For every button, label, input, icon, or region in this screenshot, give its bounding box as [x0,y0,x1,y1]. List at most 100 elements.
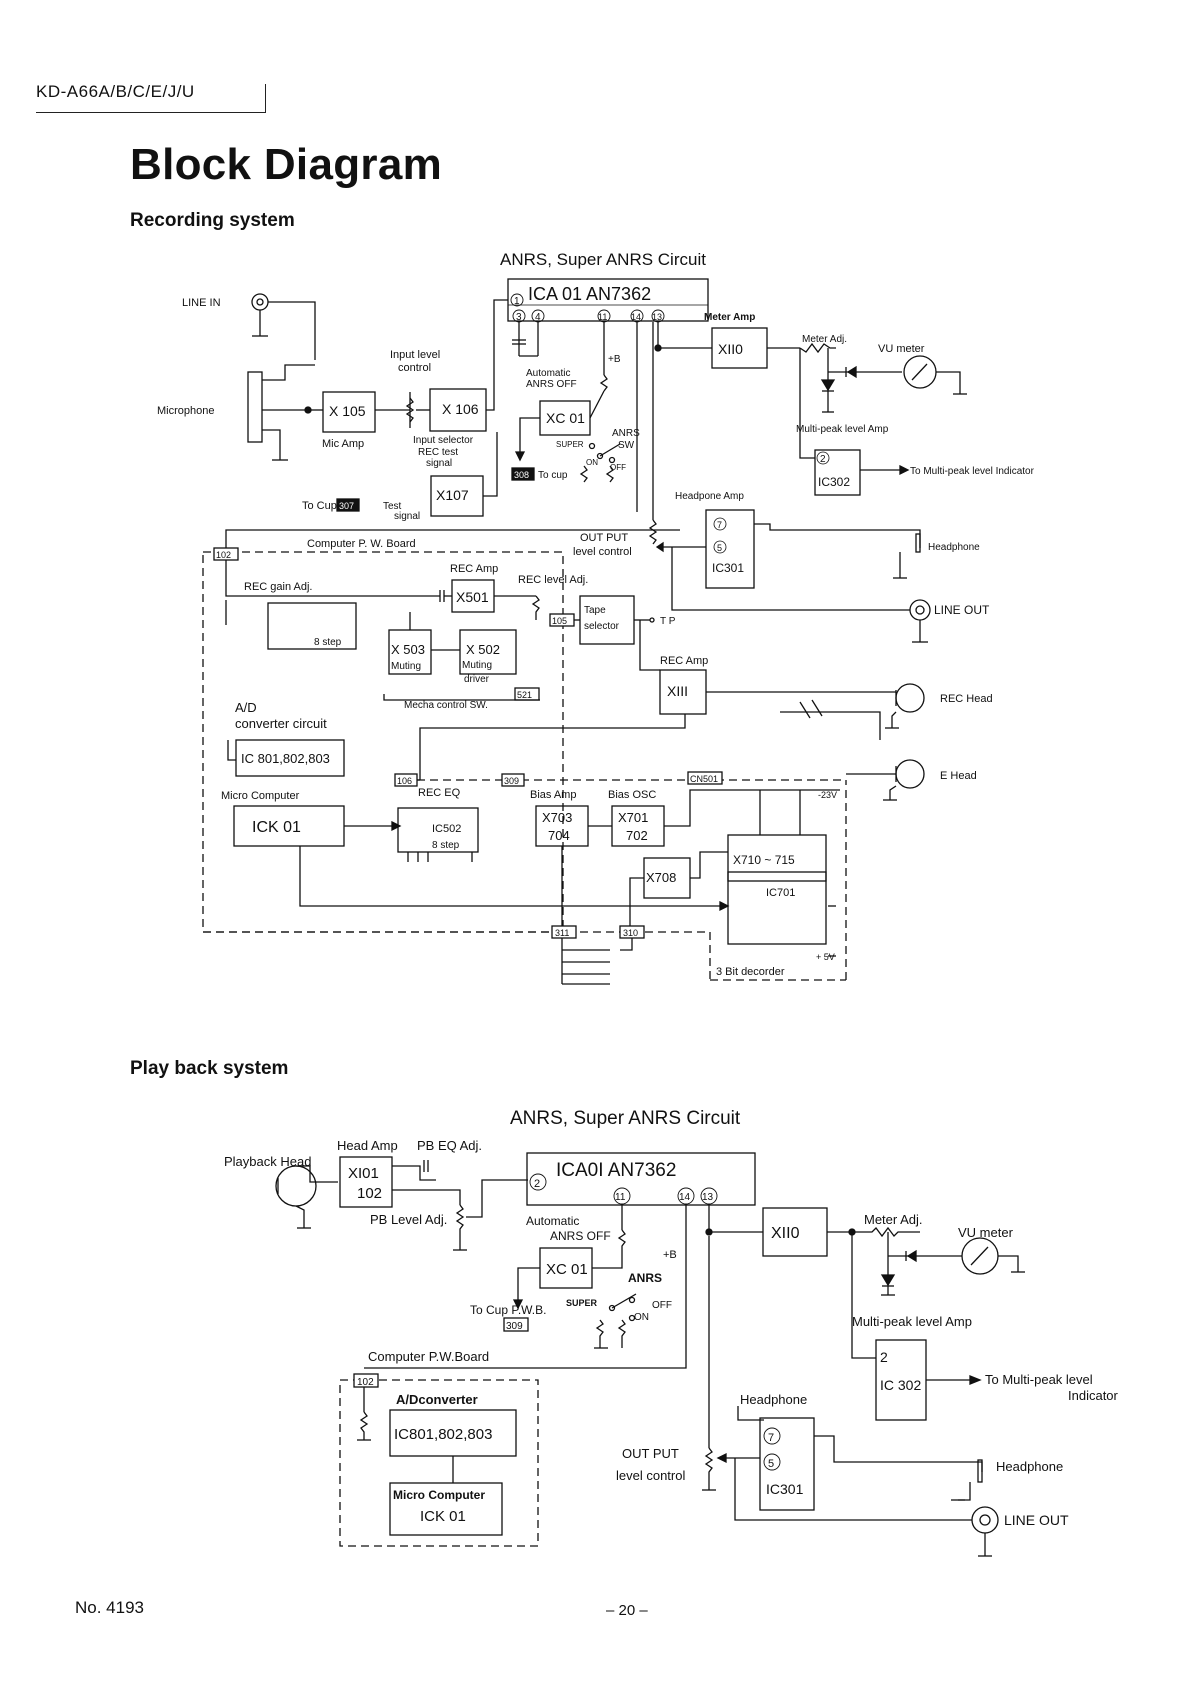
pb-micro-computer: Micro Computer [393,1488,485,1502]
rec-bias-osc: Bias OSC [608,789,656,801]
rec-anrs-sw-1: ANRS [612,428,640,439]
rec-plus5v: + 5V [816,952,835,962]
rec-pin-1: 1 [514,296,520,307]
rec-tag-105: 105 [552,616,567,626]
rec-bias-amp: Bias Amp [530,789,576,801]
rec-tag-310: 310 [623,928,638,938]
rec-x701-label-2: 702 [626,828,648,843]
rec-on: ON [586,458,598,467]
rec-rec-amp-right: REC Amp [660,655,708,667]
rec-input-selector-2: REC test [418,447,458,458]
rec-meter-adj: Meter Adj. [802,334,847,345]
rec-level-adj: REC level Adj. [518,574,588,586]
pb-level-adj: PB Level Adj. [370,1212,447,1227]
rec-x107-label: X107 [436,487,469,503]
rec-output-label-2: level control [573,546,632,558]
pb-ic301-block [759,1417,815,1511]
rec-auto-anrs-1: Automatic [526,368,570,379]
rec-test-signal-2: signal [394,511,420,522]
pb-ic302-pin: 2 [880,1349,888,1365]
pb-headphone: Headphone [996,1459,1063,1474]
rec-x703-label-2: 704 [548,828,570,843]
pb-x101-label-2: 102 [357,1185,382,1202]
rec-tag-cn501: CN501 [690,774,718,784]
rec-x502-driver: driver [464,674,490,685]
pb-plus-b: +B [663,1249,677,1261]
pb-to-cup-pwb: To Cup P.W.B. [470,1303,546,1317]
pb-anrs: ANRS [628,1271,662,1285]
rec-plus-b: +B [608,354,621,365]
pb-ick01-label: ICK 01 [420,1508,466,1525]
rec-plus23v: -23V [818,790,837,800]
rec-test-signal-1: Test [383,501,402,512]
rec-ic801-label: IC 801,802,803 [241,751,330,766]
pb-x101-block [339,1156,393,1208]
recording-section-title: Recording system [130,210,295,231]
pb-to-multipeak-1: To Multi-peak level [985,1372,1093,1387]
rec-to-cup-label: To Cup [302,500,337,512]
rec-tag-311: 311 [555,928,569,938]
pb-tag-309: 309 [506,1321,523,1332]
rec-x708-label: X708 [646,870,676,885]
rec-line-in-label: LINE IN [182,297,221,309]
pb-ic801-label: IC801,802,803 [394,1426,492,1443]
rec-gain-adj: REC gain Adj. [244,581,312,593]
rec-x503-muting: Muting [391,661,421,672]
pb-ic302-label: IC 302 [880,1377,921,1393]
playback-section-title: Play back system [130,1058,289,1079]
rec-tp: T P [660,616,676,627]
rec-tape-selector-1: Tape [584,605,606,616]
pb-to-multipeak-2: Indicator [1068,1388,1119,1403]
rec-ad-label-1: A/D [235,700,257,715]
pb-ica01-label: ICA0I AN7362 [556,1160,676,1181]
doc-number: No. 4193 [75,1598,144,1617]
pb-line-out: LINE OUT [1004,1512,1069,1528]
rec-ic701-block [727,871,827,945]
pb-ica01-block [526,1152,756,1206]
rec-ad-label-2: converter circuit [235,716,327,731]
pb-ic301-pin7: 7 [768,1432,774,1444]
rec-super: SUPER [556,440,584,449]
pb-output-label-2: level control [616,1468,685,1483]
rec-pin-11: 11 [598,312,607,322]
rec-mecha-sw: Mecha control SW. [404,700,488,711]
rec-input-level-label-1: Input level [390,349,440,361]
rec-ic302-label: IC302 [818,475,850,489]
rec-multipeak-amp: Multi-peak level Amp [796,424,889,435]
pb-pin-13: 13 [702,1192,714,1203]
pb-headphone-amp: Headphone [740,1392,807,1407]
pb-vu-meter: VU meter [958,1225,1014,1240]
pb-super: SUPER [566,1298,598,1308]
rec-x710-block [727,834,827,882]
header-rule [36,112,266,113]
rec-to-cup-308: To cup [538,470,568,481]
rec-rec-head: REC Head [940,693,993,705]
rec-e-head: E Head [940,770,977,782]
pb-eq-adj: PB EQ Adj. [417,1138,482,1153]
model-number: KD-A66A/B/C/E/J/U [36,82,195,101]
rec-ic701-label: IC701 [766,887,795,899]
rec-ic301-block [705,509,755,589]
rec-headphone-amp: Headpone Amp [675,491,744,502]
rec-vu-meter: VU meter [878,343,925,355]
rec-x502-label: X 502 [466,642,500,657]
rec-ic302-pin: 2 [820,454,826,465]
rec-headphone: Headphone [928,542,980,553]
rec-to-multipeak: To Multi-peak level Indicator [910,466,1035,477]
rec-tag-106: 106 [397,776,412,786]
rec-tag-102: 102 [216,550,231,560]
rec-x502-muting: Muting [462,660,492,671]
rec-input-selector-1: Input selector [413,435,474,446]
rec-tag-309: 309 [504,776,519,786]
rec-ic301-pin5: 5 [717,543,722,553]
rec-ica01-label: ICA 01 AN7362 [528,284,651,304]
page-number: – 20 – [606,1602,648,1619]
rec-gain-step-block [267,602,357,650]
rec-rec-eq: REC EQ [418,787,461,799]
rec-tag-308: 308 [514,470,529,480]
rec-auto-anrs-2: ANRS OFF [526,379,577,390]
rec-tag-307: 307 [339,501,354,511]
rec-x710-label: X710 ~ 715 [733,853,795,867]
rec-x111-label: XIII [667,683,688,699]
pb-meter-adj: Meter Adj. [864,1212,923,1227]
